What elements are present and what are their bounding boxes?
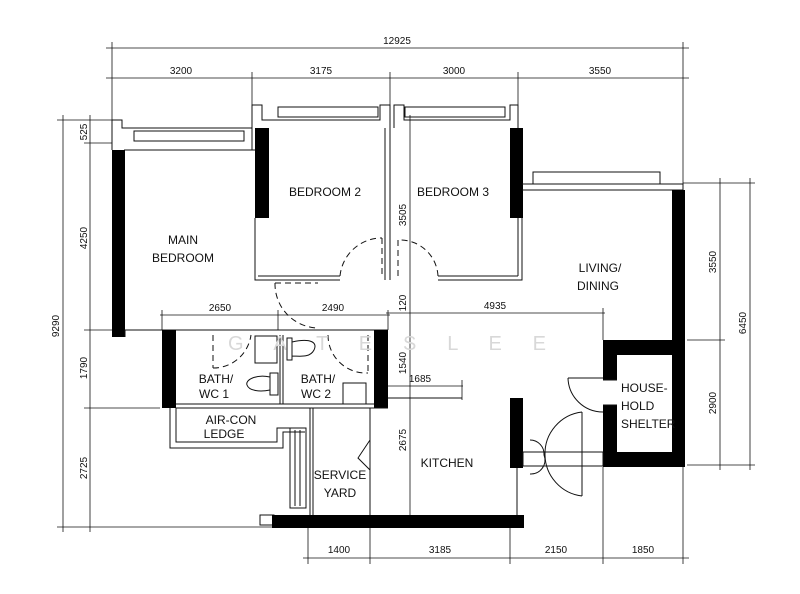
label-aircon-1: AIR-CON [206,413,257,427]
dim-bottom-3: 2150 [545,545,568,556]
label-bath1-1: BATH/ [199,372,234,386]
left-dimensions: 9290 525 4250 1790 2725 [51,115,272,532]
walls [111,104,685,528]
right-dimensions: 3550 2900 6450 [683,178,755,470]
bottom-dimensions: 1400 3185 2150 1850 [303,467,689,564]
dim-left-total: 9290 [51,314,62,337]
dim-int-v-2: 120 [398,294,409,311]
interior-dimensions: 2650 2490 4935 1685 3505 120 1540 2675 [160,115,605,515]
dim-int-h-3: 4935 [484,301,507,312]
label-main-bedroom-2: BEDROOM [152,251,214,265]
dim-top-2: 3175 [310,66,333,77]
label-living-2: DINING [577,279,619,293]
dim-left-1: 525 [79,123,90,140]
label-bedroom-2: BEDROOM 2 [289,185,361,199]
dim-right-1: 3550 [708,250,719,273]
dim-int-h-4: 1685 [409,374,432,385]
dim-right-2: 2900 [708,391,719,414]
dim-int-v-4: 2675 [398,428,409,451]
label-shelter-3: SHELTER [621,417,676,431]
dim-top-3: 3000 [443,66,466,77]
label-aircon-2: LEDGE [204,427,245,441]
dim-int-h-1: 2650 [209,303,232,314]
watermark: G A T E S L E E [228,333,548,355]
label-bath2-2: WC 2 [301,387,331,401]
top-dimensions: 12925 3200 3175 3000 3550 [106,36,689,185]
label-main-bedroom-1: MAIN [168,233,198,247]
basin-icon [254,335,278,364]
label-living-1: LIVING/ [579,261,622,275]
basin-icon [342,382,367,405]
dim-bottom-2: 3185 [429,545,452,556]
label-bath1-2: WC 1 [199,387,229,401]
label-shelter-1: HOUSE- [621,381,668,395]
dim-int-v-3: 1540 [398,351,409,374]
room-labels: MAIN BEDROOM BEDROOM 2 BEDROOM 3 LIVING/… [152,185,676,500]
toilet-icon [246,372,279,396]
dim-right-total: 6450 [738,311,749,334]
dim-left-3: 1790 [79,356,90,379]
dim-int-h-2: 2490 [322,303,345,314]
dim-top-4: 3550 [589,66,612,77]
dim-int-v-1: 3505 [398,203,409,226]
label-service-2: YARD [324,486,357,500]
label-kitchen: KITCHEN [421,456,474,470]
dim-left-2: 4250 [79,226,90,249]
label-service-1: SERVICE [314,468,366,482]
dim-left-4: 2725 [79,456,90,479]
bathroom-fixtures [246,335,367,405]
label-bedroom-3: BEDROOM 3 [417,185,489,199]
label-shelter-2: HOLD [621,399,655,413]
toilet-icon [286,337,316,361]
dim-bottom-4: 1850 [632,545,655,556]
dim-bottom-1: 1400 [328,545,351,556]
label-bath2-1: BATH/ [301,372,336,386]
dim-top-1: 3200 [170,66,193,77]
dim-top-total: 12925 [383,36,411,47]
doors [212,237,604,497]
